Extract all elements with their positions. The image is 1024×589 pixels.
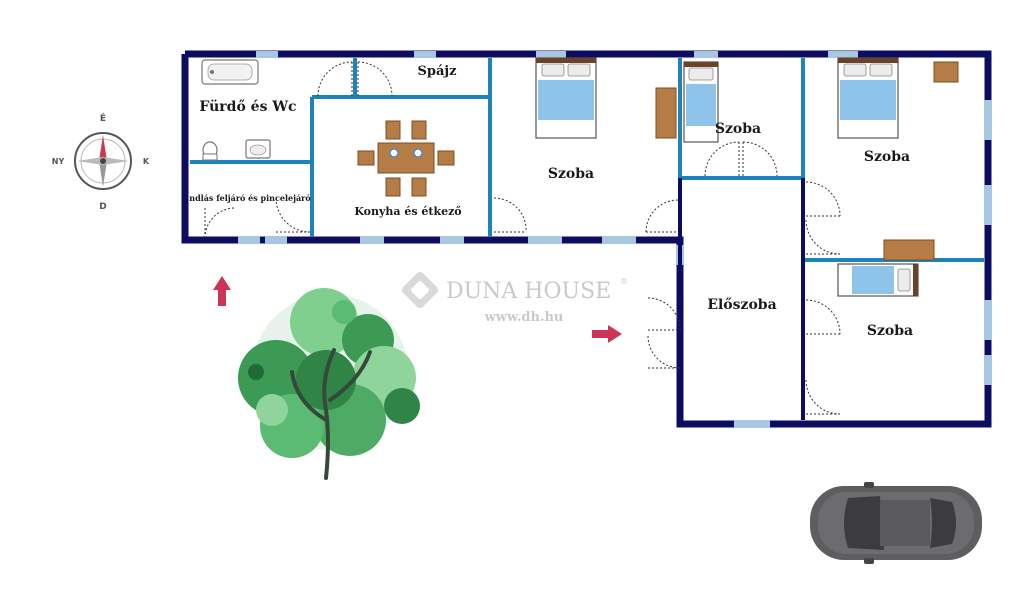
duna-house-logo-icon xyxy=(401,271,439,309)
double-bed-icon xyxy=(535,57,597,139)
compass-north: É xyxy=(100,112,106,124)
compass-west: NY xyxy=(52,157,65,166)
room-label-stair: ndlás feljáró és pincelejáró xyxy=(189,193,311,203)
hall-walls xyxy=(678,178,805,424)
room-label-hall: Előszoba xyxy=(707,297,776,313)
room-label-pantry: Spájz xyxy=(418,64,457,79)
room-label-bedroom-4: Szoba xyxy=(867,323,913,339)
room-label-kitchen: Konyha és étkező xyxy=(354,205,461,218)
watermark-url: www.dh.hu xyxy=(484,310,564,325)
room-label-bedroom-3: Szoba xyxy=(864,149,910,165)
wardrobe-icon xyxy=(655,87,677,139)
room-label-bedroom-1: Szoba xyxy=(548,166,594,182)
desk-icon xyxy=(883,239,935,261)
toilet-icon xyxy=(202,141,218,161)
watermark-reg: ® xyxy=(620,277,628,286)
bathtub-icon xyxy=(201,59,259,85)
compass-east: K xyxy=(143,157,150,166)
entrance-arrow-right-icon xyxy=(592,325,622,343)
dining-table-icon xyxy=(357,120,455,197)
compass-south: D xyxy=(99,202,106,212)
single-bed-icon-2 xyxy=(837,263,919,297)
nightstand-icon xyxy=(933,61,959,83)
compass-icon xyxy=(74,132,132,190)
single-bed-icon xyxy=(683,61,719,143)
windows xyxy=(238,51,992,428)
car-icon xyxy=(810,482,982,564)
room-label-bathroom: Fürdő és Wc xyxy=(199,99,296,115)
tree-icon xyxy=(238,288,420,480)
watermark-brand: DUNA HOUSE xyxy=(446,279,611,304)
double-bed-icon-2 xyxy=(837,57,899,139)
doors xyxy=(204,61,841,415)
sink-icon xyxy=(245,139,271,159)
room-label-bedroom-2: Szoba xyxy=(715,121,761,137)
entrance-arrow-up-icon xyxy=(213,276,231,306)
